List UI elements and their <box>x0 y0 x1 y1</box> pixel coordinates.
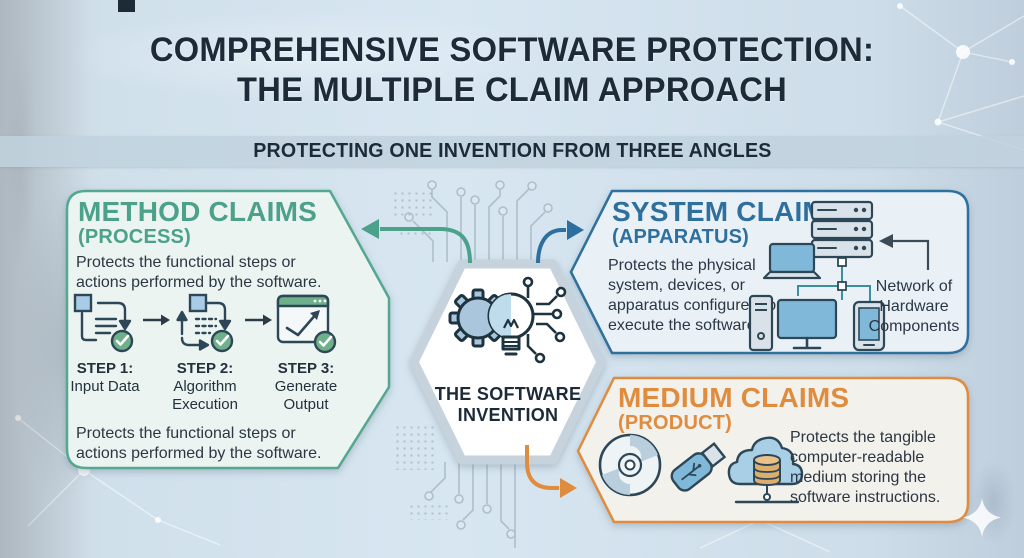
database-icon <box>753 454 781 487</box>
lightbulb-icon <box>487 292 535 356</box>
gear-lightbulb-circuit-icon <box>448 276 567 364</box>
page-title-line1: COMPREHENSIVE SOFTWARE PROTECTION: <box>149 31 875 69</box>
desktop-tower-icon <box>748 294 774 352</box>
system-claims-description: Protects the physical system, devices, o… <box>608 257 777 334</box>
medium-arrow <box>525 445 577 498</box>
subtitle-banner: PROTECTING ONE INVENTION FROM THREE ANGL… <box>0 136 1024 167</box>
medium-claims-description: Protects the tangible computer-readable … <box>790 429 941 506</box>
hexagon-label: THE SOFTWARE INVENTION <box>420 384 596 426</box>
network-callout-arrow <box>879 234 930 270</box>
laptop-icon <box>762 242 822 280</box>
network-callout-label: Network of Hardware Components <box>868 278 960 335</box>
check-icon <box>215 334 230 346</box>
page-title-line2: THE MULTIPLE CLAIM APPROACH <box>237 71 787 109</box>
method-claims-footer: Protects the functional steps or actions… <box>76 425 322 462</box>
method-arrow <box>361 219 472 264</box>
dot-grid-decoration <box>392 190 434 216</box>
hardware-network-icon <box>748 200 886 352</box>
hexagon-label-line2: INVENTION <box>457 405 559 425</box>
system-claims-subheading: (APPARATUS) <box>612 226 750 248</box>
arrow-right-icon <box>245 314 272 326</box>
output-window-check-icon <box>276 294 337 354</box>
method-claims-heading: METHOD CLAIMS <box>78 196 318 227</box>
step-3-label: STEP 3: Generate Output <box>274 360 338 413</box>
cd-disc-icon <box>598 433 662 497</box>
method-claims-subheading: (PROCESS) <box>78 226 191 248</box>
check-icon <box>318 335 333 347</box>
system-claims-heading: SYSTEM CLAIMS <box>612 196 845 227</box>
hexagon-label-line1: THE SOFTWARE <box>434 384 582 404</box>
dot-grid-decoration <box>394 424 438 470</box>
tablet-icon <box>852 300 886 352</box>
method-claims-description: Protects the functional steps or actions… <box>76 254 322 291</box>
usb-drive-icon <box>670 441 727 492</box>
server-icon <box>810 200 874 259</box>
cloud-storage-icon <box>727 436 804 504</box>
input-data-flow-icon <box>73 293 134 353</box>
arrow-right-icon <box>143 314 170 326</box>
medium-claims-heading: MEDIUM CLAIMS <box>618 382 850 413</box>
dot-grid-decoration <box>398 230 432 238</box>
monitor-icon <box>776 298 838 350</box>
medium-claims-subheading: (PRODUCT) <box>618 412 733 434</box>
step-2-label: STEP 2: Algorithm Execution <box>172 360 238 413</box>
medium-icons-group <box>598 433 804 504</box>
dot-grid-decoration <box>408 503 448 520</box>
page-title: COMPREHENSIVE SOFTWARE PROTECTION: THE M… <box>20 30 1003 110</box>
sparkle-decoration <box>963 498 1001 537</box>
algorithm-loop-icon <box>176 293 234 353</box>
check-icon <box>115 334 130 346</box>
method-claims-panel-shape <box>65 189 391 470</box>
system-arrow <box>536 220 584 264</box>
step-1-label: STEP 1: Input Data <box>70 360 140 395</box>
corner-square-decoration <box>118 0 135 12</box>
circuit-traces-bottom <box>424 462 516 548</box>
subtitle-banner-text: PROTECTING ONE INVENTION FROM THREE ANGL… <box>252 140 772 162</box>
